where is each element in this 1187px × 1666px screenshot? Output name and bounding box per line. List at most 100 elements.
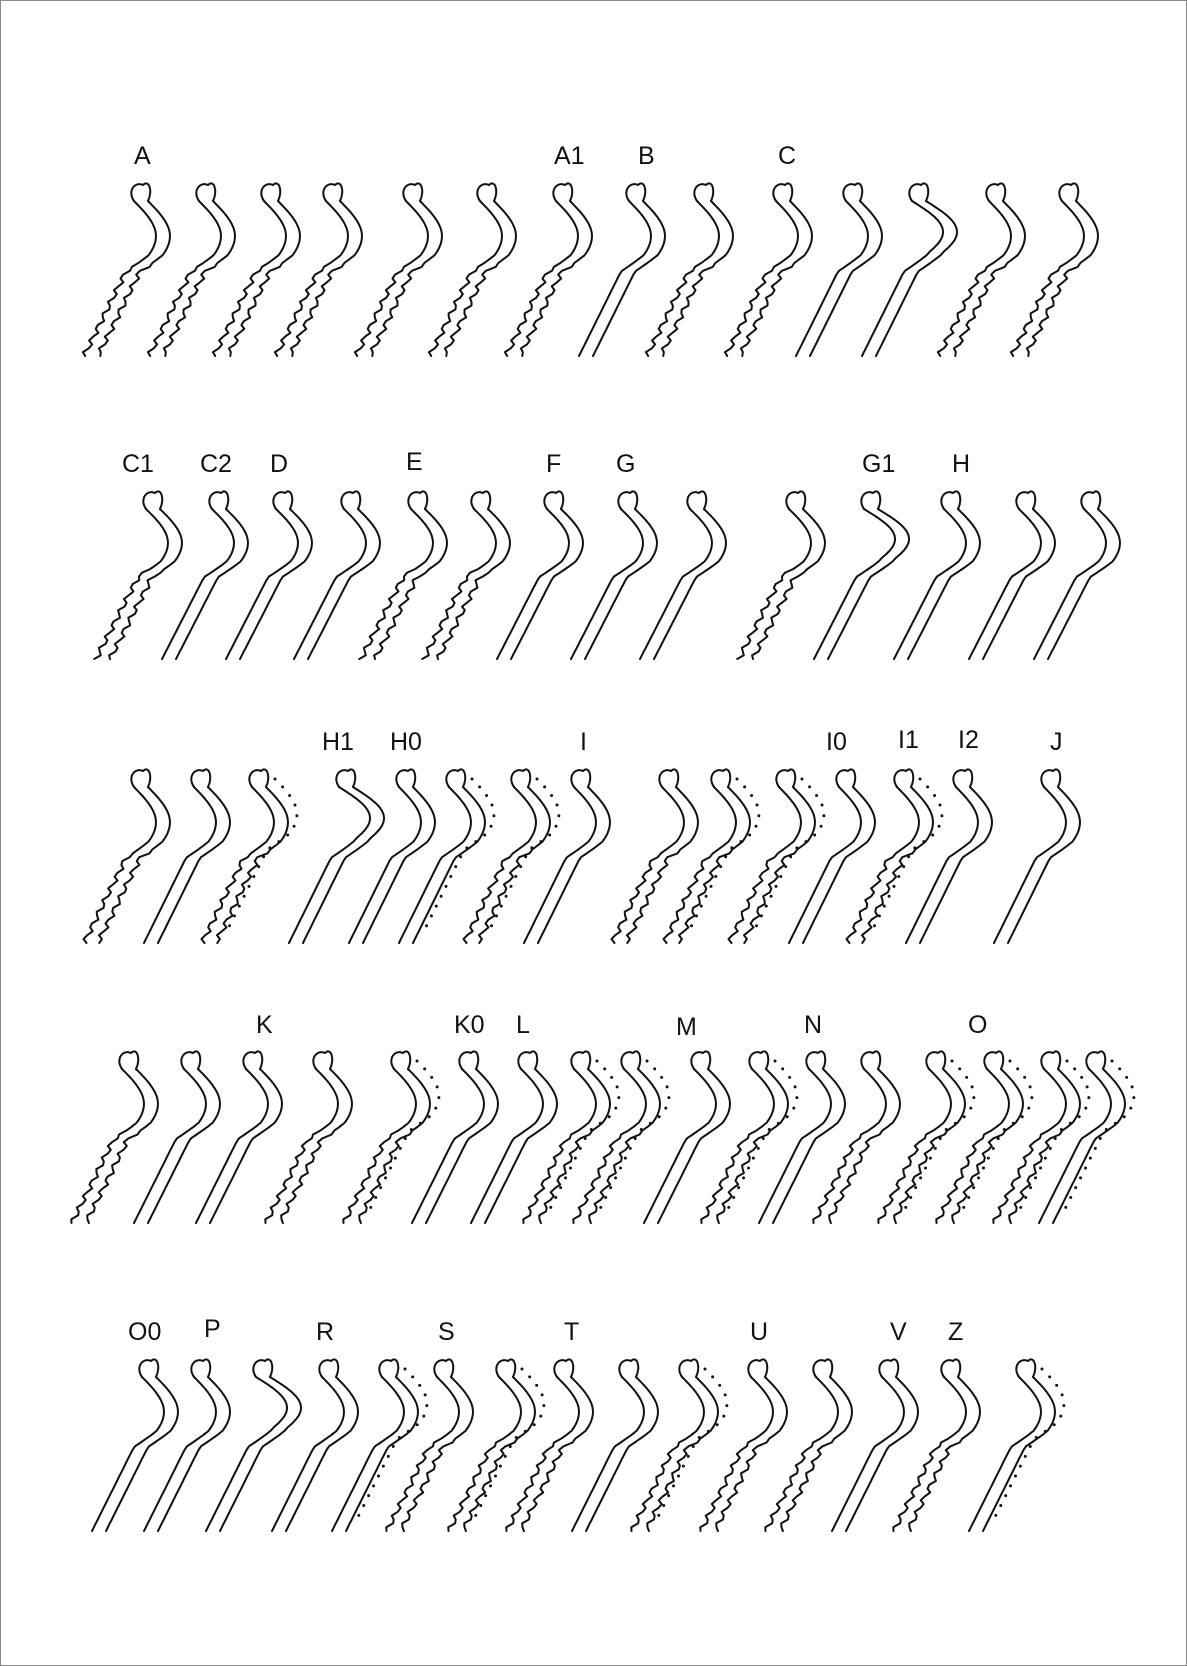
profile-outline	[737, 491, 825, 659]
profile-outline	[814, 491, 909, 659]
profile-outline	[505, 183, 592, 356]
label-V: V	[890, 1320, 907, 1345]
label-Z: Z	[948, 1320, 963, 1345]
profile-outline	[796, 183, 882, 356]
profile-outline	[936, 1051, 1023, 1223]
label-G1: G1	[862, 452, 895, 477]
profile-outline	[862, 183, 957, 356]
profile-outline	[1034, 491, 1120, 659]
profile-outline	[359, 491, 447, 659]
profile-outline	[196, 1051, 282, 1223]
profile-outline	[349, 769, 435, 943]
profile-outline	[969, 1359, 1055, 1531]
profile-outline	[134, 1051, 220, 1223]
profile-outline	[448, 1359, 535, 1531]
profile-dotted-line	[225, 779, 297, 935]
label-E: E	[406, 450, 423, 475]
label-J: J	[1050, 730, 1063, 755]
profile-outline	[148, 183, 235, 356]
profile-outline	[275, 183, 362, 356]
label-F: F	[546, 452, 561, 477]
profile-dotted-line	[487, 779, 559, 935]
profile-outline	[894, 491, 980, 659]
label-I0: I0	[826, 730, 847, 755]
profile-outline	[725, 183, 812, 356]
label-D: D	[270, 452, 288, 477]
profile-outline	[700, 1359, 787, 1531]
profile-outline	[644, 1051, 730, 1223]
profile-outline	[294, 491, 380, 659]
profile-outline	[213, 183, 300, 356]
profile-outline	[573, 1051, 660, 1223]
profile-outline	[429, 183, 516, 356]
profile-outline	[664, 769, 751, 943]
label-H1: H1	[322, 730, 354, 755]
label-K: K	[256, 1013, 273, 1038]
profile-outline	[701, 1051, 788, 1223]
profile-outline	[523, 1051, 610, 1223]
profile-outline	[343, 1051, 430, 1223]
profile-outline	[612, 769, 699, 943]
label-I2: I2	[958, 728, 979, 753]
label-L: L	[516, 1013, 530, 1038]
label-K0: K0	[454, 1013, 485, 1038]
profile-outline	[938, 183, 1025, 356]
label-G: G	[616, 452, 635, 477]
label-H0: H0	[390, 730, 422, 755]
profile-outline	[759, 1051, 845, 1223]
profile-outline	[94, 491, 182, 659]
profile-outline	[289, 769, 384, 943]
profile-outline	[265, 1051, 352, 1223]
label-N: N	[804, 1013, 822, 1038]
label-C2: C2	[200, 452, 232, 477]
profile-outline	[765, 1359, 852, 1531]
profile-outline	[162, 491, 248, 659]
profile-outline	[226, 491, 312, 659]
profile-outline	[878, 1051, 965, 1223]
profile-outline	[993, 1051, 1080, 1223]
profile-outline	[497, 491, 583, 659]
profile-outline	[399, 769, 485, 943]
label-A: A	[134, 144, 151, 169]
label-O: O	[968, 1013, 987, 1038]
profile-outline	[412, 1051, 498, 1223]
label-B: B	[638, 144, 655, 169]
label-O0: O0	[128, 1320, 161, 1345]
profile-dotted-line	[870, 779, 942, 935]
profile-outline	[202, 769, 289, 943]
profile-outline	[813, 1051, 900, 1223]
profile-outline	[571, 491, 657, 659]
profile-outline	[206, 1359, 301, 1531]
profile-outline	[1011, 183, 1098, 356]
profile-outline	[847, 769, 934, 943]
profile-outline	[506, 1359, 593, 1531]
profile-outline	[422, 491, 510, 659]
profile-outline	[969, 491, 1055, 659]
profile-outline	[579, 183, 665, 356]
label-T: T	[564, 1320, 579, 1345]
label-I1: I1	[898, 728, 919, 753]
label-H: H	[952, 452, 970, 477]
profile-outline	[355, 183, 442, 356]
profile-outline	[144, 1359, 230, 1531]
profile-outline	[640, 491, 726, 659]
label-A1: A1	[554, 144, 585, 169]
profile-outline	[646, 183, 733, 356]
label-P: P	[204, 1317, 221, 1342]
profile-outline	[572, 1359, 658, 1531]
label-C: C	[778, 144, 796, 169]
label-R: R	[316, 1320, 334, 1345]
profile-dotted-line	[687, 779, 759, 935]
label-C1: C1	[122, 452, 154, 477]
label-U: U	[750, 1320, 768, 1345]
label-I: I	[580, 730, 587, 755]
profile-outline	[92, 1359, 178, 1531]
profile-outline	[893, 1359, 980, 1531]
profile-outline	[994, 769, 1080, 943]
label-S: S	[438, 1320, 455, 1345]
profile-outline	[83, 183, 170, 356]
profile-dotted-line	[752, 779, 824, 935]
profile-outline	[71, 1051, 158, 1223]
